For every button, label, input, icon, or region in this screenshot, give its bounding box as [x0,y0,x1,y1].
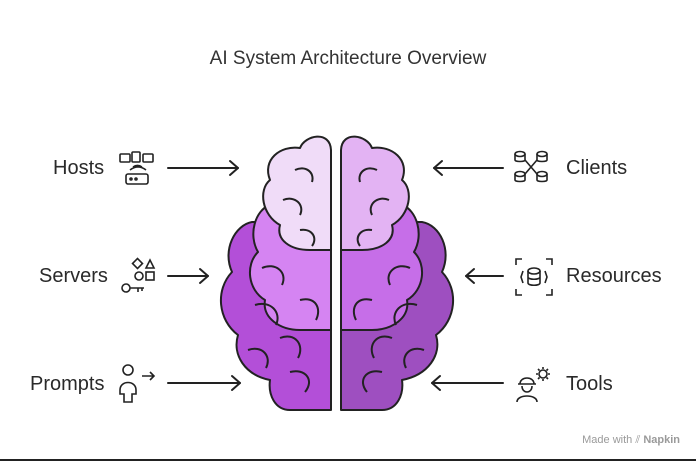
brain-right-hemisphere [340,135,455,411]
watermark-made-with: Made with [582,434,633,446]
watermark-brand: Napkin [643,434,680,446]
bottom-border [0,459,696,461]
brain-left-hemisphere [219,135,332,411]
brain-right-top-lobe [340,135,410,251]
label-resources: Resources [566,265,662,287]
arrow-clients [433,160,504,176]
label-servers: Servers [39,265,108,287]
database-focus-icon [515,258,553,296]
shapes-key-icon [121,257,156,293]
arrows-right [431,160,504,391]
arrow-resources [465,268,504,284]
napkin-watermark: Made with ⫽ Napkin [582,434,680,447]
arrows-left [167,160,241,391]
label-hosts: Hosts [53,157,105,179]
arrow-hosts [167,160,239,176]
label-clients: Clients [566,157,628,179]
brain-left-top-lobe [262,135,332,251]
arrow-servers [167,268,209,284]
arrow-prompts [167,375,241,391]
napkin-logo-icon: ⫽ [635,434,641,446]
devices-router-icon [119,151,154,185]
worker-gear-icon [516,367,550,403]
label-tools: Tools [566,373,613,395]
diagram-title: AI System Architecture Overview [209,48,487,69]
person-arrow-icon [119,364,156,403]
database-network-icon [514,150,548,183]
label-prompts: Prompts [30,373,105,395]
arrow-tools [431,375,504,391]
